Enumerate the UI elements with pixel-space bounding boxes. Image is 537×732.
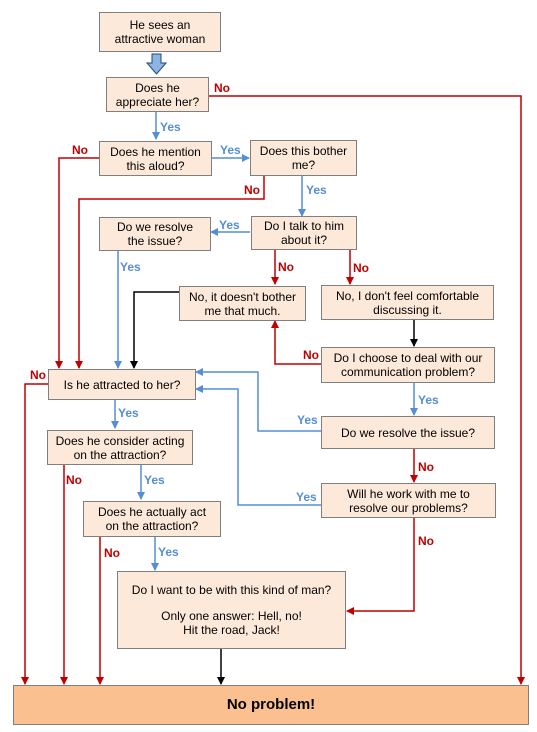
label-no-consider: No — [66, 473, 82, 487]
node-act: Does he actually act on the attraction? — [83, 501, 221, 537]
node-attracted: Is he attracted to her? — [48, 369, 196, 400]
node-deal: Do I choose to deal with our communicati… — [321, 347, 495, 383]
label-no-work: No — [418, 534, 434, 548]
label-no-talk-right: No — [353, 261, 369, 275]
label-no-attracted: No — [30, 368, 46, 382]
node-not-comfortable: No, I don't feel comfortable discussing … — [321, 285, 494, 320]
node-bother: Does this bother me? — [250, 140, 357, 176]
want-question: Do I want to be with this kind of man? — [131, 583, 332, 597]
label-no-bother: No — [244, 183, 260, 197]
label-yes-consider: Yes — [144, 473, 165, 487]
node-talk: Do I talk to him about it? — [251, 216, 357, 250]
want-answer: Only one answer: Hell, no! Hit the road,… — [161, 609, 302, 637]
label-yes-act: Yes — [158, 545, 179, 559]
label-yes-appreciate: Yes — [160, 120, 181, 134]
node-resolve1: Do we resolve the issue? — [99, 217, 211, 251]
label-no-mention: No — [72, 143, 88, 157]
start-block-arrow — [145, 53, 168, 75]
label-yes-resolve2: Yes — [297, 413, 318, 427]
node-appreciate: Does he appreciate her? — [106, 77, 209, 112]
node-work: Will he work with me to resolve our prob… — [321, 483, 496, 518]
label-no-resolve2: No — [418, 460, 434, 474]
node-consider: Does he consider acting on the attractio… — [47, 430, 193, 465]
label-no-deal: No — [303, 348, 319, 362]
label-no-act: No — [104, 546, 120, 560]
label-no-talk-left: No — [278, 260, 294, 274]
label-yes-mention: Yes — [220, 143, 241, 157]
label-yes-talk: Yes — [219, 218, 240, 232]
node-not-bother: No, it doesn't bother me that much. — [179, 286, 306, 321]
node-want: Do I want to be with this kind of man? O… — [117, 571, 346, 649]
node-sees: He sees an attractive woman — [99, 12, 221, 52]
node-final: No problem! — [13, 685, 529, 725]
label-yes-work: Yes — [296, 490, 317, 504]
label-yes-resolve1: Yes — [120, 260, 141, 274]
node-mention: Does he mention this aloud? — [99, 141, 212, 176]
node-resolve2: Do we resolve the issue? — [321, 416, 495, 449]
label-yes-deal: Yes — [418, 393, 439, 407]
label-no-appreciate: No — [214, 81, 230, 95]
label-yes-bother: Yes — [306, 183, 327, 197]
label-yes-attracted: Yes — [118, 406, 139, 420]
